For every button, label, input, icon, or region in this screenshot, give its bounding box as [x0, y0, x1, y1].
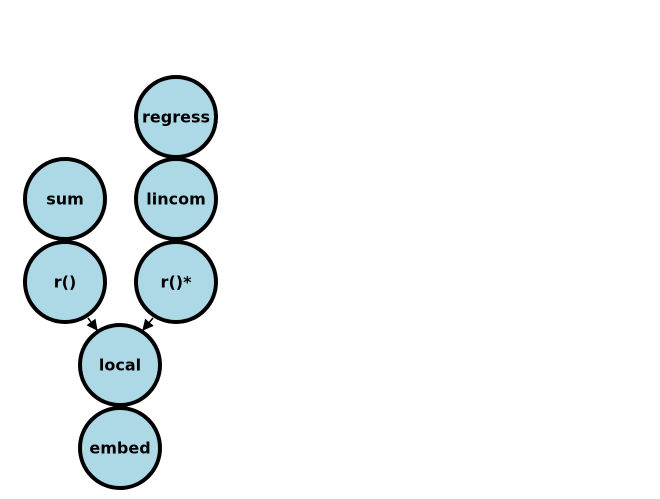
node-local-label: local	[99, 356, 141, 375]
edge-rstar-to-local	[142, 317, 154, 331]
node-local[interactable]: local	[78, 323, 162, 407]
edge-r-to-local	[86, 317, 98, 331]
node-sum-label: sum	[46, 190, 84, 209]
node-lincom[interactable]: lincom	[134, 157, 218, 241]
node-lincom-label: lincom	[146, 190, 206, 209]
node-r-label: r()	[54, 273, 77, 292]
node-r[interactable]: r()	[23, 240, 107, 324]
node-embed-label: embed	[89, 439, 150, 458]
node-sum[interactable]: sum	[23, 157, 107, 241]
node-embed[interactable]: embed	[78, 406, 162, 490]
node-regress[interactable]: regress	[134, 75, 218, 159]
node-rstar[interactable]: r()*	[134, 240, 218, 324]
node-regress-label: regress	[142, 108, 210, 127]
node-rstar-label: r()*	[161, 273, 193, 292]
